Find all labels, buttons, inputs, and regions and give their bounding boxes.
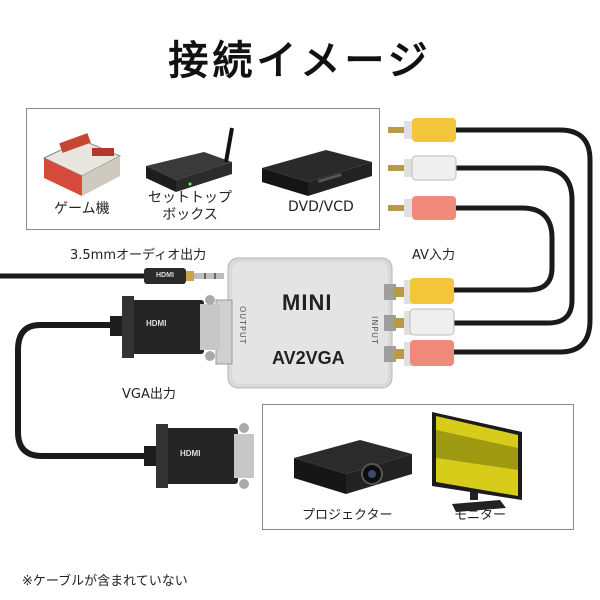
audio-output-label: 3.5mmオーディオ出力 xyxy=(70,248,207,263)
cables xyxy=(0,127,593,459)
audio-plug-icon xyxy=(144,268,224,284)
dvd-player-icon xyxy=(262,150,372,196)
page-title: 接続イメージ xyxy=(168,38,432,84)
vga-connector-bottom-brand: HDMI xyxy=(180,449,201,458)
vga-output-label: VGA出力 xyxy=(122,387,176,402)
rca-plug-yellow-top xyxy=(388,118,456,142)
projector-label: プロジェクター xyxy=(302,508,393,523)
cable-not-included-note: ※ケーブルが含まれていない xyxy=(22,574,188,589)
game-console-icon xyxy=(42,133,122,196)
rca-plug-white-adapter xyxy=(394,308,455,336)
set-top-box-icon xyxy=(146,127,234,192)
vga-connector-top xyxy=(110,295,220,361)
vga-connector-bottom xyxy=(144,423,254,489)
av2vga-adapter xyxy=(215,257,396,389)
rca-plug-yellow-adapter xyxy=(394,278,454,304)
rca-plugs-source xyxy=(388,118,457,220)
av-input-label: AV入力 xyxy=(412,248,455,263)
audio-plug-brand: HDMI xyxy=(156,272,174,279)
rca-cable-red xyxy=(445,205,555,293)
monitor-icon xyxy=(432,412,522,512)
rca-plug-red-adapter xyxy=(394,340,454,366)
rca-cable-yellow xyxy=(445,127,593,355)
dvd-label: DVD/VCD xyxy=(288,199,354,215)
rca-plug-white-top xyxy=(388,155,457,181)
vga-connector-top-brand: HDMI xyxy=(146,319,167,328)
adapter-model-line1: MINI xyxy=(282,290,333,315)
projector-icon xyxy=(294,440,412,494)
adapter-output-port-label: OUTPUT xyxy=(238,306,247,345)
adapter-input-port-label: INPUT xyxy=(370,316,379,345)
rca-cable-white xyxy=(445,165,575,326)
set-top-box-label: セットトップ ボックス xyxy=(148,190,232,223)
rca-plugs-adapter xyxy=(394,278,455,366)
monitor-label: モニター xyxy=(454,508,507,523)
game-console-label: ゲーム機 xyxy=(54,201,110,217)
vga-cable xyxy=(15,322,151,459)
rca-plug-red-top xyxy=(388,196,456,220)
adapter-model-line2: AV2VGA xyxy=(272,348,345,368)
